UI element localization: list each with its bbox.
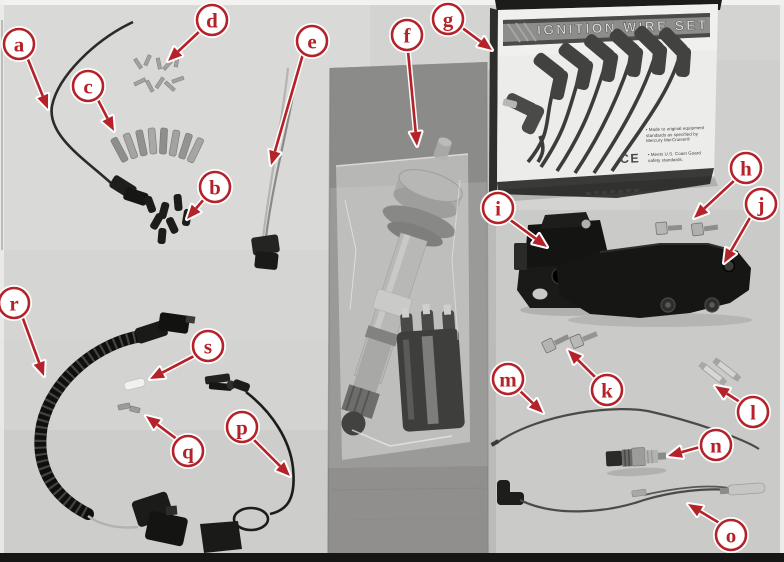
callout-i: i [480,190,516,226]
part-m-cable [490,408,760,450]
svg-text:g: g [443,8,454,32]
callout-p: p [224,409,260,445]
part-c-crimp-sleeves [110,127,204,164]
callout-m: m [490,361,526,397]
callout-arrow-i [506,216,549,249]
part-h-bolts [655,221,719,237]
callout-arrow-a [24,54,51,111]
callout-labels: a b c d e f g h i j k l m n o p q r s [0,1,779,553]
callout-arrow-e [267,51,306,167]
svg-text:m: m [499,368,517,392]
callout-h: h [728,150,764,186]
callout-q: q [170,433,206,469]
callout-arrow-j [722,213,754,265]
svg-text:j: j [757,193,765,217]
distributor-cap [396,303,465,432]
part-k-bolts [541,331,598,354]
callout-c: c [70,68,106,104]
svg-text:c: c [83,75,92,99]
part-s-fuse [123,377,146,391]
part-o-lead-assembly [497,480,766,513]
svg-text:e: e [307,30,316,54]
part-q-terminal [117,402,141,414]
svg-text:q: q [182,440,194,464]
callout-f: f [389,17,425,53]
callout-j: j [743,186,779,222]
svg-text:f: f [404,24,412,48]
svg-text:n: n [710,434,722,458]
callout-o: o [713,517,749,553]
svg-text:l: l [750,401,756,425]
part-n-spark-plug [605,447,667,477]
callout-arrow-d [166,27,204,63]
callout-a: a [1,26,37,62]
callout-arrow-n [666,444,703,460]
callout-arrow-o [686,502,724,527]
callout-r: r [0,285,32,321]
callout-d: d [194,2,230,38]
callout-b: b [197,169,233,205]
callout-arrow-k [566,348,600,382]
callout-arrow-p [250,436,292,478]
part-r-coiled-harness [34,312,196,547]
callout-s: s [190,328,226,364]
callout-arrow-f [405,48,424,148]
box-coil-wire-boot [505,93,545,135]
svg-text:o: o [726,524,737,548]
ignition-wire-box: IGNITION WIRE SET CE [489,0,722,202]
box-bullet-1: • Made to original equipment standards a… [645,125,705,144]
callout-arrow-s [148,352,199,381]
callout-arrow-q [144,414,181,443]
callout-l: l [735,394,771,430]
part-p-clip-wire [200,373,295,553]
callout-arrow-c [94,95,116,133]
svg-text:p: p [236,416,248,440]
callout-arrow-r [19,313,47,378]
svg-text:b: b [209,176,221,200]
callout-arrow-g [458,24,494,52]
box-ce-mark: CE [620,151,641,166]
callout-e: e [294,23,330,59]
svg-text:d: d [206,9,218,33]
svg-text:a: a [14,33,25,57]
svg-text:r: r [9,292,18,316]
svg-text:i: i [495,197,501,221]
photo-bottom-edge [0,553,784,562]
box-spark-plug-wires [502,25,692,174]
callout-g: g [430,1,466,37]
distributor [336,137,470,460]
callout-arrow-h [692,176,739,220]
callout-arrows [19,24,754,527]
callout-arrow-m [516,387,545,415]
box-bullet-2: • Meets U.S. Coast Guard safety standard… [647,150,701,163]
svg-text:h: h [740,157,752,181]
svg-text:k: k [601,379,613,403]
part-a-black-wire [50,20,149,206]
callout-k: k [589,372,625,408]
box-edge-dashes [585,188,640,196]
callout-n: n [698,427,734,463]
part-l-fuses [698,357,742,386]
box-banner: IGNITION WIRE SET [503,13,710,46]
svg-text:s: s [204,335,212,359]
